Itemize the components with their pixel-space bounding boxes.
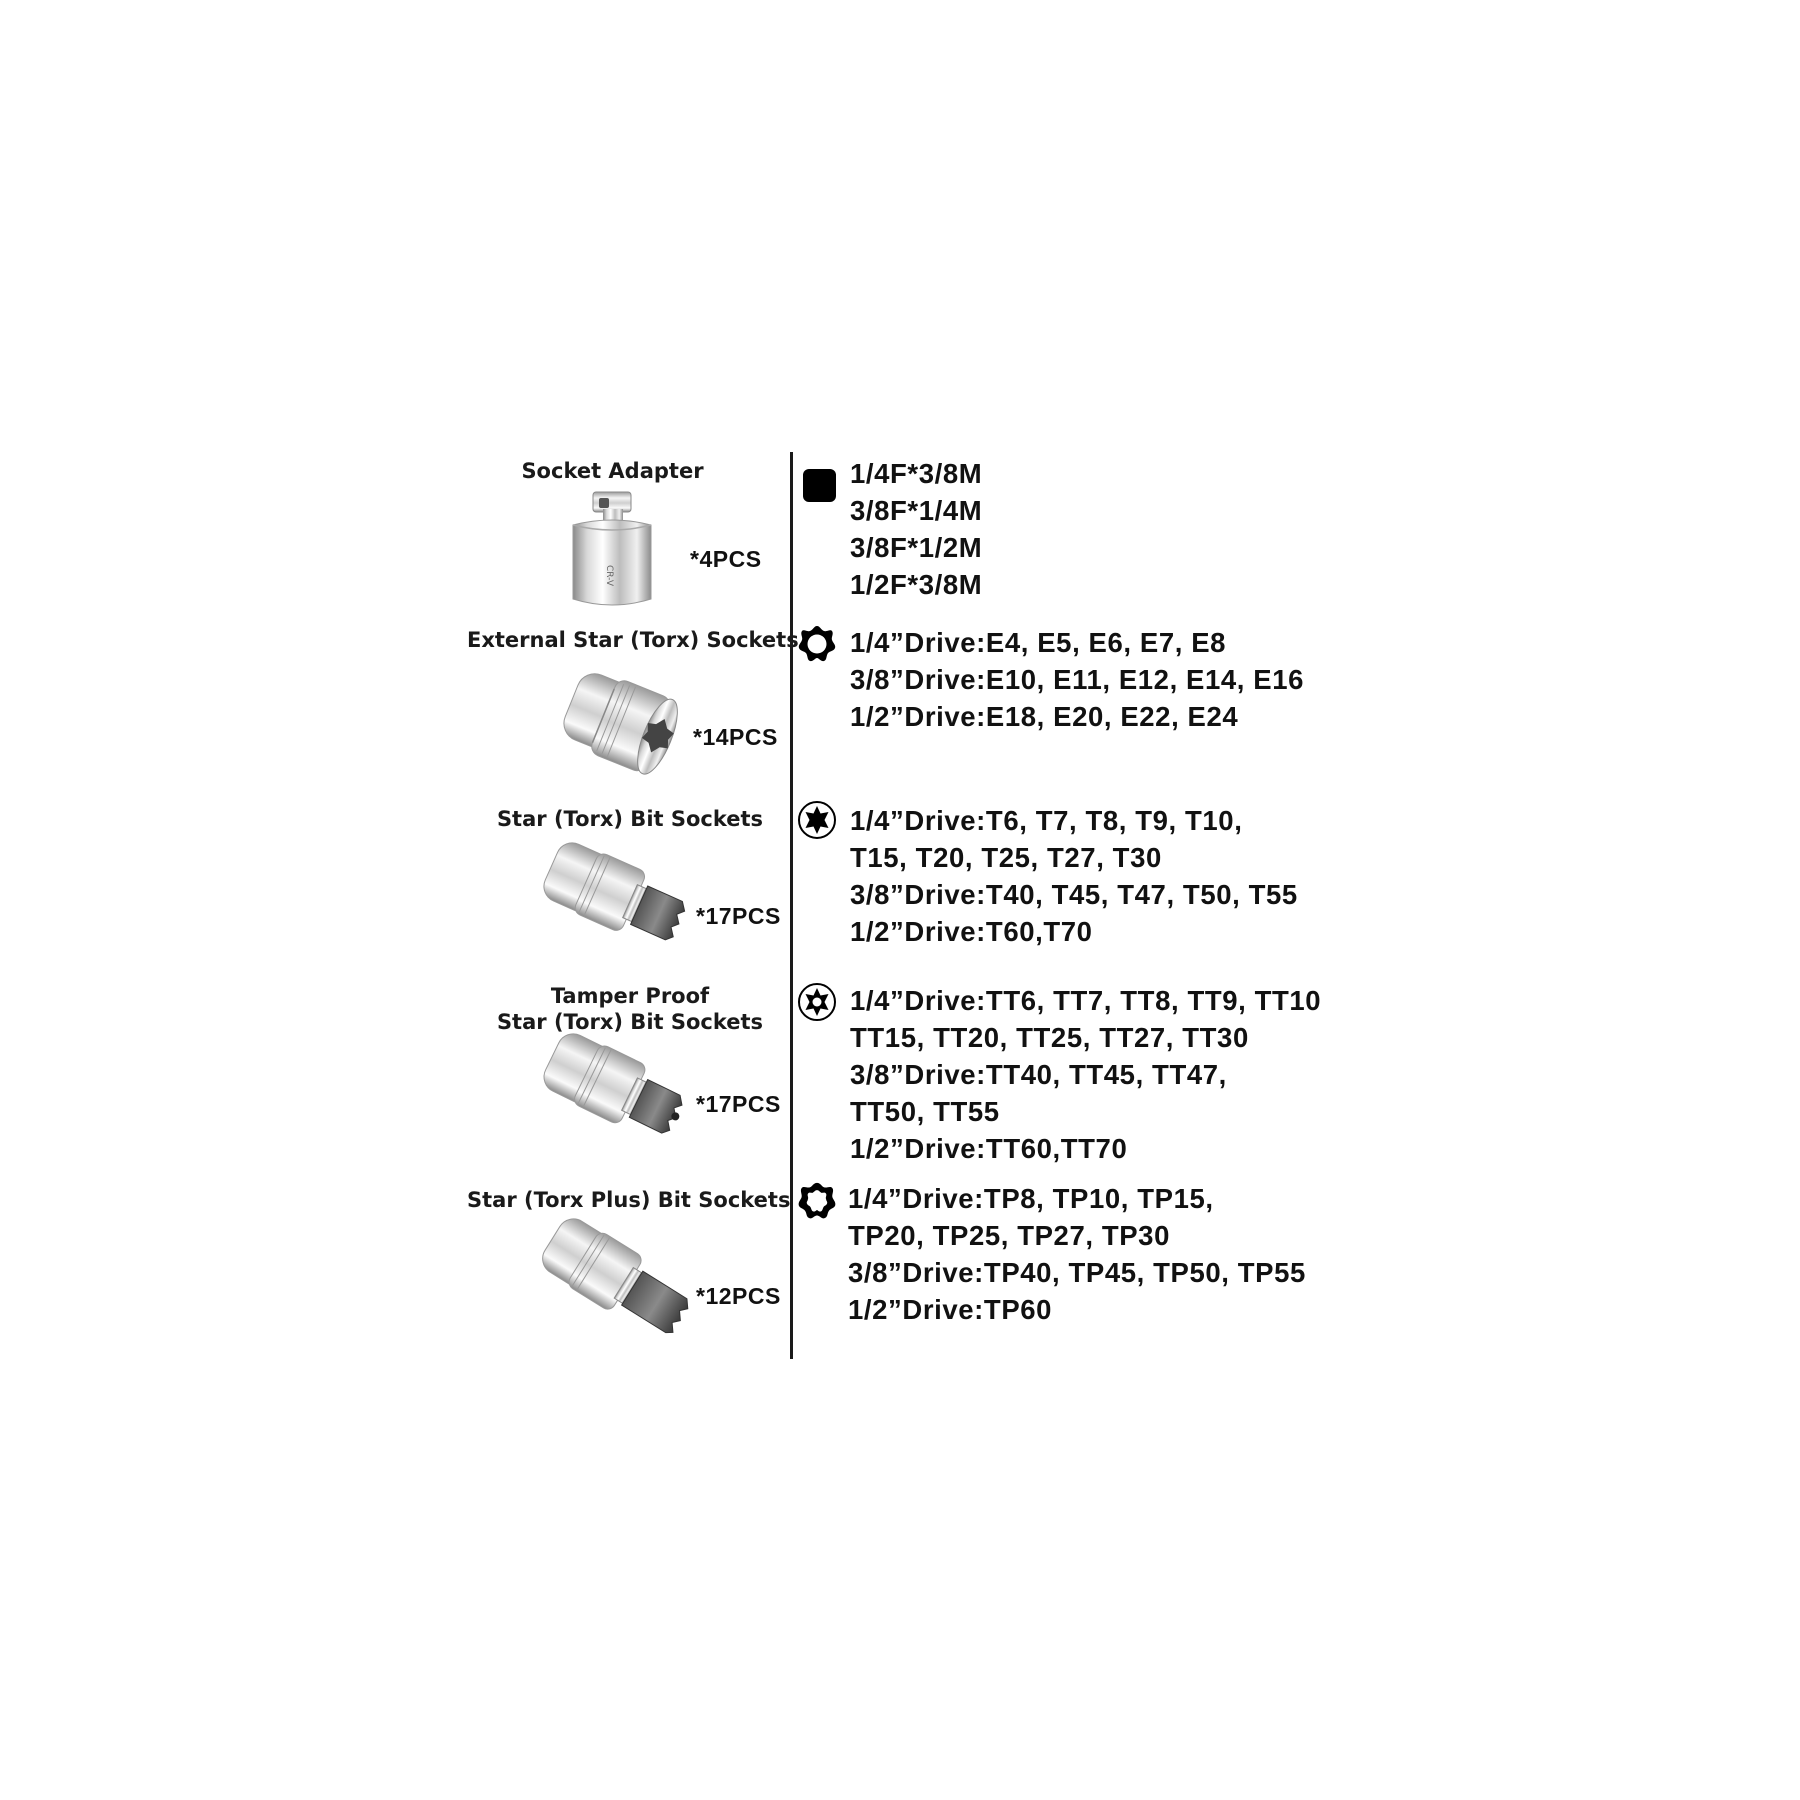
external-torx-socket-icon xyxy=(563,673,678,775)
spec-line: 1/2”Drive:TT60,TT70 xyxy=(850,1133,1128,1164)
torx-plus-icon xyxy=(798,1182,836,1219)
spec-list: 1/4”Drive:TP8, TP10, TP15, TP20, TP25, T… xyxy=(848,1180,1306,1328)
spec-list: 1/4”Drive:T6, T7, T8, T9, T10, T15, T20,… xyxy=(850,802,1298,950)
divider-line xyxy=(790,452,793,1359)
section-title: Socket Adapter xyxy=(521,459,704,483)
spec-line: 1/4”Drive:T6, T7, T8, T9, T10, xyxy=(850,805,1243,836)
spec-line: 1/4”Drive:TP8, TP10, TP15, xyxy=(848,1183,1214,1214)
section-title: External Star (Torx) Sockets xyxy=(467,628,799,652)
socket-adapter-icon: CR-V xyxy=(572,491,652,606)
quantity-label: *17PCS xyxy=(696,903,781,929)
spec-line: TT15, TT20, TT25, TT27, TT30 xyxy=(850,1022,1249,1053)
quantity-label: *14PCS xyxy=(693,724,778,750)
section-title: Tamper Proof Star (Torx) Bit Sockets xyxy=(496,984,764,1034)
quantity-label: *4PCS xyxy=(690,546,762,572)
svg-text:CR-V: CR-V xyxy=(604,565,614,587)
tamper-torx-icon xyxy=(798,983,836,1021)
spec-line: 1/4”Drive:E4, E5, E6, E7, E8 xyxy=(850,627,1227,658)
spec-line: 3/8”Drive:TT40, TT45, TT47, xyxy=(850,1059,1227,1090)
spec-line: 3/8”Drive:TP40, TP45, TP50, TP55 xyxy=(848,1257,1306,1288)
spec-line: 1/4F*3/8M xyxy=(850,458,983,489)
spec-line: 3/8F*1/2M xyxy=(850,532,983,563)
spec-line: 3/8F*1/4M xyxy=(850,495,983,526)
spec-line: 3/8”Drive:T40, T45, T47, T50, T55 xyxy=(850,879,1298,910)
spec-line: TP20, TP25, TP27, TP30 xyxy=(848,1220,1170,1251)
spec-line: TT50, TT55 xyxy=(850,1096,1000,1127)
torx-plus-bit-socket-icon xyxy=(542,1218,689,1334)
section-title: Star (Torx) Bit Sockets xyxy=(496,807,764,831)
section-title: Star (Torx Plus) Bit Sockets xyxy=(467,1188,791,1212)
spec-list: 1/4”Drive:TT6, TT7, TT8, TT9, TT10 TT15,… xyxy=(850,982,1321,1167)
spec-line: 1/2”Drive:T60,T70 xyxy=(850,916,1093,947)
spec-line: 3/8”Drive:E10, E11, E12, E14, E16 xyxy=(850,664,1304,695)
spec-line: 1/2”Drive:E18, E20, E22, E24 xyxy=(850,701,1239,732)
quantity-label: *17PCS xyxy=(696,1091,781,1117)
external-torx-icon xyxy=(798,626,836,662)
square-drive-icon xyxy=(803,469,836,502)
torx-bit-socket-icon xyxy=(543,842,686,941)
spec-line: 1/2F*3/8M xyxy=(850,569,983,600)
quantity-label: *12PCS xyxy=(696,1283,781,1309)
spec-list: 1/4”Drive:E4, E5, E6, E7, E8 3/8”Drive:E… xyxy=(850,624,1304,735)
spec-list: 1/4F*3/8M 3/8F*1/4M 3/8F*1/2M 1/2F*3/8M xyxy=(850,455,982,603)
tamper-torx-bit-socket-icon xyxy=(543,1033,683,1134)
spec-line: 1/2”Drive:TP60 xyxy=(848,1294,1053,1325)
spec-line: 1/4”Drive:TT6, TT7, TT8, TT9, TT10 xyxy=(850,985,1322,1016)
torx-star-icon xyxy=(798,801,836,839)
spec-line: T15, T20, T25, T27, T30 xyxy=(850,842,1162,873)
